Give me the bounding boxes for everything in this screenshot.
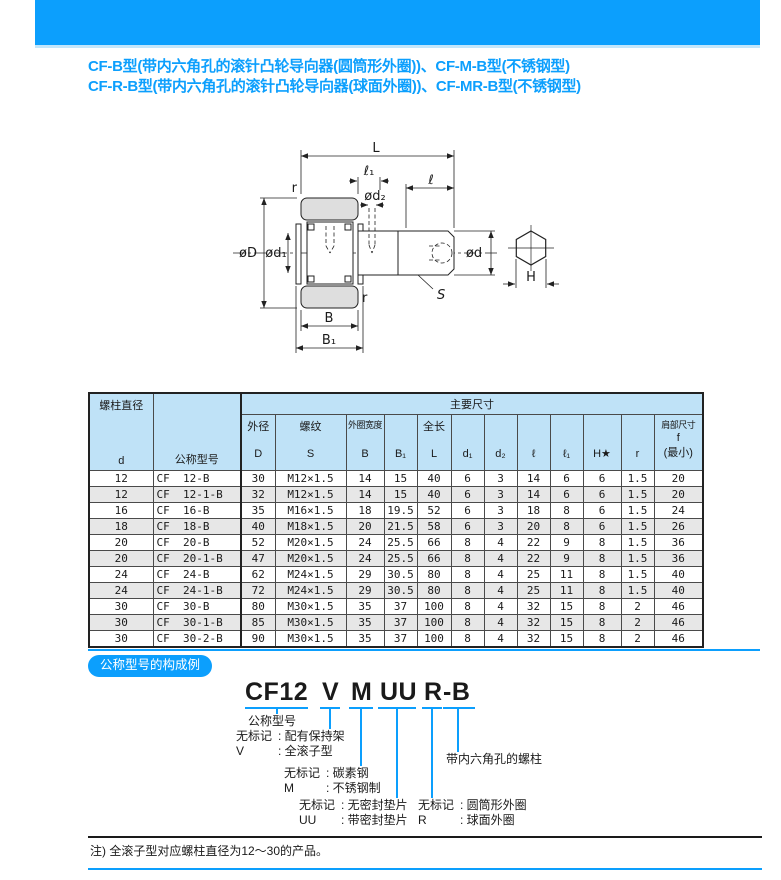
section-divider (88, 649, 760, 651)
dim-label-r-top: r (292, 181, 298, 196)
code-part-m: M (351, 678, 373, 706)
dim-d (454, 230, 495, 276)
seal (344, 223, 352, 231)
col-header-main-dimensions: 主要尺寸 (239, 392, 704, 416)
col-header-H★: H★ (582, 414, 622, 471)
leader-S (417, 274, 434, 290)
connector-line (329, 707, 331, 729)
hidden-stud-oil-hole (368, 208, 376, 254)
cam-follower-drawing: L ℓ₁ ℓ ød₂ øD ød₁ ød S r r B B₁ H (193, 138, 583, 371)
page-title-line2: CF-R-B型(带内六角孔的滚针凸轮导向器(球面外圈))、CF-MR-B型(不锈… (88, 78, 581, 95)
connector-line (457, 707, 459, 752)
dim-label-L: L (372, 141, 380, 156)
dim-label-l1: ℓ₁ (363, 164, 375, 179)
col-header-B₁: B₁ (383, 414, 418, 471)
dim-label-r-bottom: r (362, 291, 368, 306)
dim-label-B1: B₁ (322, 333, 336, 348)
hex-socket-view (508, 225, 554, 271)
dim-label-B: B (325, 311, 334, 326)
code-part-uu: UU (380, 678, 418, 706)
connector-line (443, 707, 475, 709)
dim-label-S: S (437, 288, 445, 303)
page-header-bar (35, 0, 760, 48)
col-header-ℓ₁: ℓ₁ (549, 414, 584, 471)
connector-line (276, 707, 278, 714)
col-header-d₁: d₁ (450, 414, 485, 471)
outer-ring-bottom (300, 285, 359, 309)
label-model-number: 公称型号 (248, 714, 297, 728)
outer-ring-left-plate (295, 223, 302, 285)
footnote: 注) 全滚子型对应螺柱直径为12～30的产品。 (88, 836, 762, 870)
code-part-b: -B (443, 678, 471, 706)
dim-B (300, 310, 359, 331)
page-title: CF-B型(带内六角孔的滚针凸轮导向器(圆筒形外圈))、CF-M-B型(不锈钢型… (88, 57, 581, 97)
connector-line (396, 707, 398, 798)
col-header-ℓ: ℓ (516, 414, 551, 471)
connector-line (360, 707, 362, 766)
connector-line (431, 707, 433, 798)
col-header-model: 公称型号 (152, 392, 242, 471)
dim-D (260, 197, 297, 309)
stud-thread (397, 230, 455, 276)
label-hex-socket-stud: 带内六角孔的螺柱 (446, 752, 543, 766)
col-header-r: r (620, 414, 655, 471)
seal (307, 223, 315, 231)
stud-shoulder (357, 230, 399, 276)
dim-L (300, 150, 455, 228)
col-header-d₂: d₂ (483, 414, 518, 471)
seal (307, 275, 315, 283)
dim-l (405, 184, 454, 228)
dim-label-d2: ød₂ (364, 189, 385, 204)
page-title-line1: CF-B型(带内六角孔的滚针凸轮导向器(圆筒形外圈))、CF-M-B型(不锈钢型… (88, 58, 570, 75)
col-header-stud-diameter: 螺柱直径 d (88, 392, 154, 471)
code-part-series: CF12 (245, 678, 309, 706)
composition-badge: 公称型号的构成例 (88, 655, 213, 677)
hidden-oil-hole (325, 226, 335, 254)
dim-B1 (295, 286, 364, 353)
outer-ring-top (300, 197, 359, 221)
hidden-hex-socket (429, 242, 453, 264)
dim-label-l: ℓ (427, 173, 433, 188)
code-part-r: R (424, 678, 443, 706)
seal (344, 275, 352, 283)
dim-label-D: øD (239, 246, 257, 261)
dim-label-d1: ød₁ (265, 246, 286, 261)
dim-label-d: ød (466, 246, 482, 261)
dim-H (503, 259, 559, 288)
dim-label-H: H (526, 270, 536, 285)
code-part-v: V (322, 678, 340, 706)
dim-l1 (349, 177, 389, 194)
